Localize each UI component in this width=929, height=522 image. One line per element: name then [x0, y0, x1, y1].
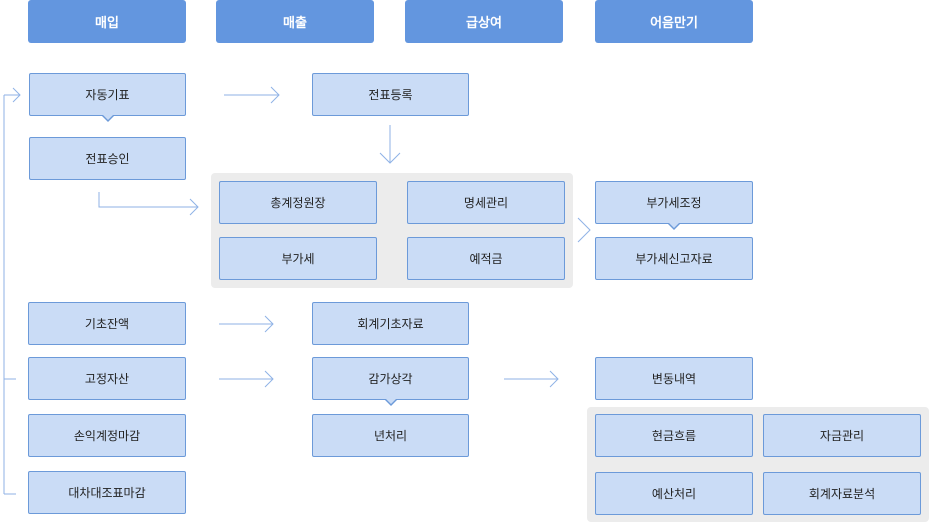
box-slip-register[interactable]: 전표등록 — [312, 73, 469, 116]
box-fund-management[interactable]: 자금관리 — [763, 414, 921, 457]
box-accounting-base-data[interactable]: 회계기초자료 — [312, 302, 469, 345]
box-vat-report-data[interactable]: 부가세신고자료 — [595, 237, 753, 280]
box-budget-processing[interactable]: 예산처리 — [595, 472, 753, 515]
box-slip-approval[interactable]: 전표승인 — [29, 137, 186, 180]
box-year-processing[interactable]: 년처리 — [312, 414, 469, 457]
box-pl-closing[interactable]: 손익계정마감 — [28, 414, 186, 457]
header-sales: 매출 — [216, 0, 374, 43]
header-notes-due: 어음만기 — [595, 0, 753, 43]
box-fixed-assets[interactable]: 고정자산 — [28, 357, 186, 400]
box-vat[interactable]: 부가세 — [219, 237, 377, 280]
box-opening-balance[interactable]: 기초잔액 — [28, 302, 186, 345]
box-cash-flow[interactable]: 현금흐름 — [595, 414, 753, 457]
box-vat-adjustment[interactable]: 부가세조정 — [595, 181, 753, 224]
box-bs-closing[interactable]: 대차대조표마감 — [28, 471, 186, 514]
box-accounting-analysis[interactable]: 회계자료분석 — [763, 472, 921, 515]
box-change-history[interactable]: 변동내역 — [595, 357, 753, 400]
box-auto-slip[interactable]: 자동기표 — [29, 73, 186, 116]
box-deposit[interactable]: 예적금 — [407, 237, 565, 280]
box-general-ledger[interactable]: 총계정원장 — [219, 181, 377, 224]
box-detail-management[interactable]: 명세관리 — [407, 181, 565, 224]
box-depreciation[interactable]: 감가상각 — [312, 357, 469, 400]
header-purchase: 매입 — [28, 0, 186, 43]
header-payroll: 급상여 — [405, 0, 563, 43]
